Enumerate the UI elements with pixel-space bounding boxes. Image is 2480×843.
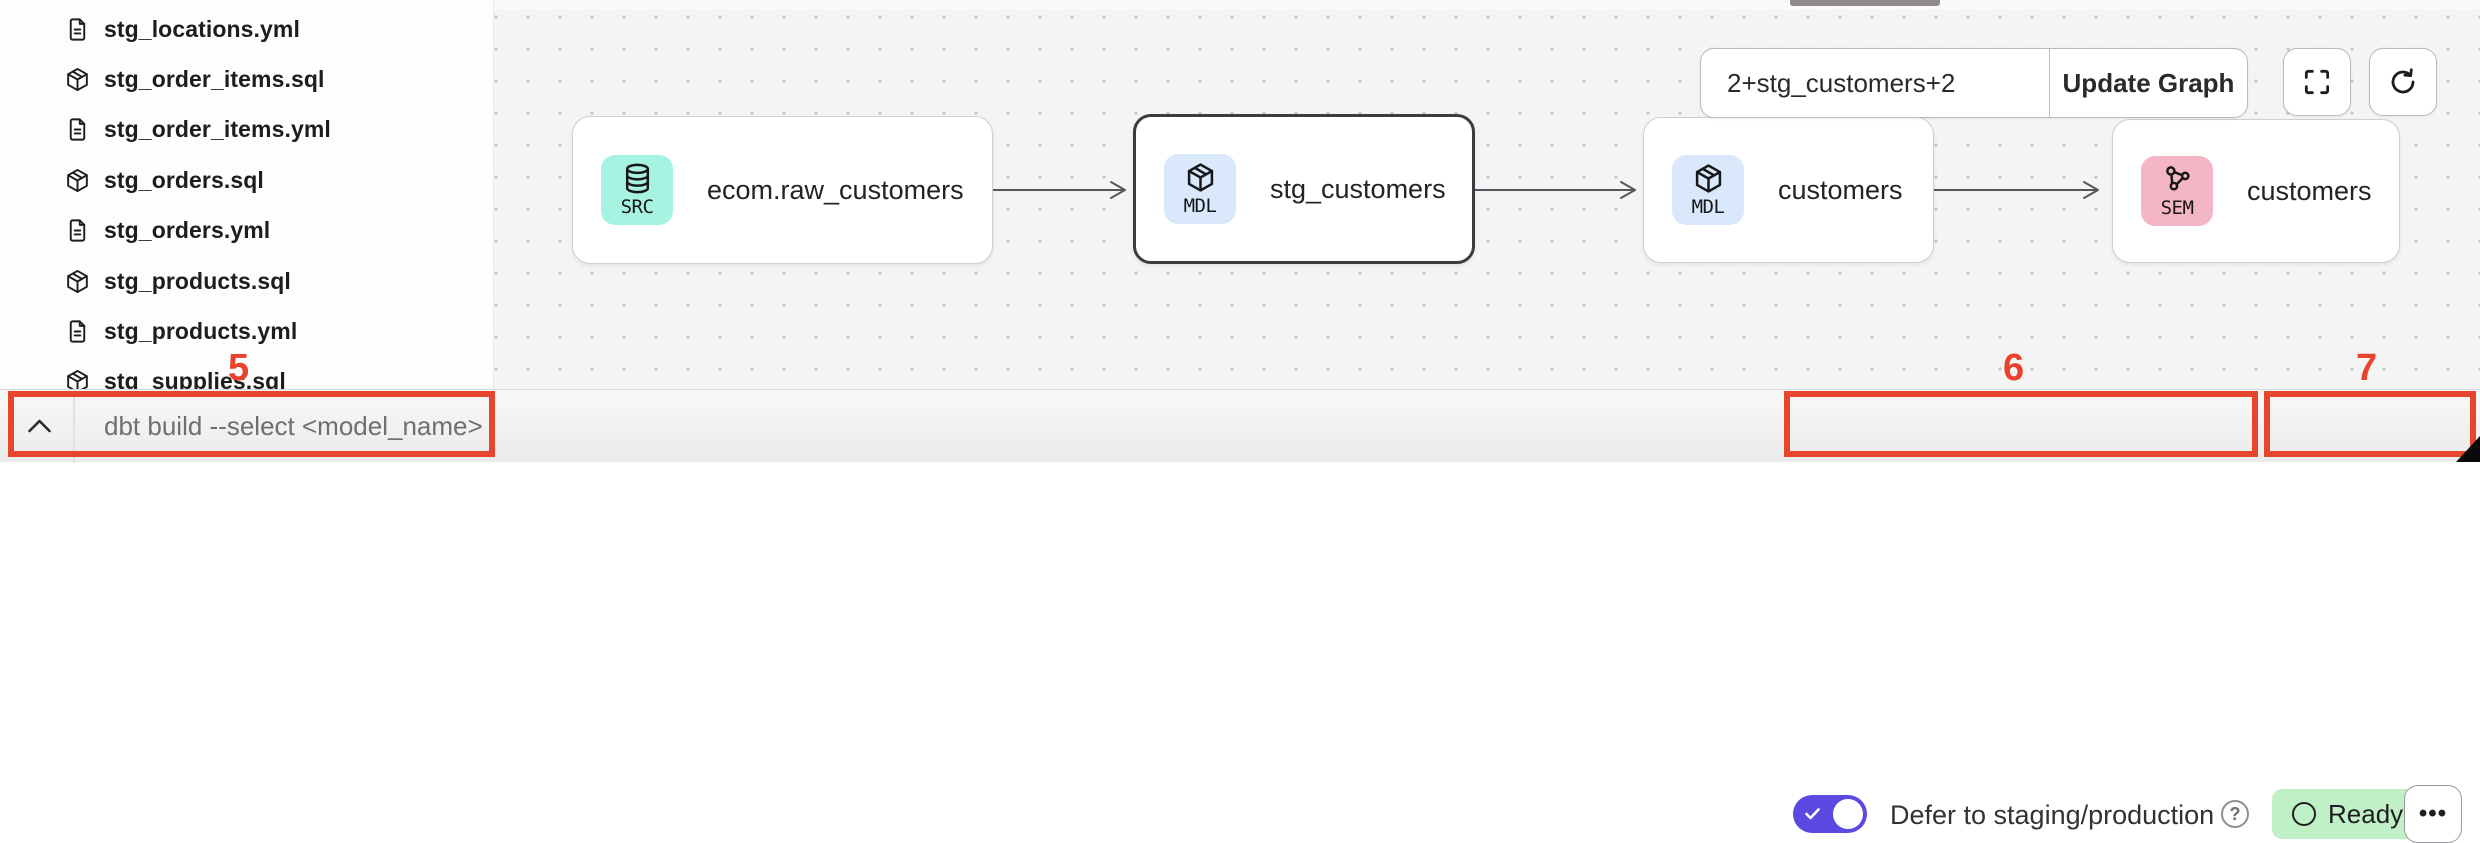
fullscreen-icon: [2304, 69, 2330, 95]
lineage-node-stg-customers[interactable]: MDL stg_customers: [1133, 114, 1475, 264]
dbt-command-input[interactable]: [104, 390, 1004, 463]
node-label: customers: [1778, 174, 1903, 205]
file-name: stg_supplies.sql: [104, 368, 286, 389]
annotation-number-5: 5: [228, 347, 250, 389]
check-icon: [1805, 808, 1820, 820]
status-circle-icon: [2292, 802, 2316, 826]
source-badge: SRC: [601, 155, 673, 225]
model-file-icon: [67, 269, 88, 293]
file-item[interactable]: stg_products.yml: [0, 306, 493, 356]
mouse-cursor: [2456, 436, 2480, 462]
model-file-icon: [67, 370, 88, 389]
lineage-node-source[interactable]: SRC ecom.raw_customers: [572, 116, 993, 264]
yml-file-icon: [69, 18, 86, 41]
refresh-button[interactable]: [2369, 48, 2437, 116]
defer-label: Defer to staging/production: [1890, 800, 2215, 830]
cube-icon: [1187, 163, 1213, 192]
annotation-number-7: 7: [2356, 347, 2378, 389]
node-badge-label: SRC: [620, 196, 654, 218]
model-badge: MDL: [1672, 155, 1744, 225]
database-icon: [625, 163, 649, 194]
overflow-menu-button[interactable]: •••: [2404, 785, 2462, 843]
yml-file-icon: [69, 219, 86, 242]
chevron-up-icon: [27, 419, 51, 433]
command-bar: Defer to staging/production ? Ready •••: [0, 389, 2480, 843]
semantic-icon: [2165, 166, 2190, 191]
node-label: customers: [2247, 175, 2372, 206]
node-label: ecom.raw_customers: [707, 174, 964, 205]
toggle-knob: [1833, 799, 1863, 829]
help-icon[interactable]: ?: [2221, 800, 2249, 828]
file-item[interactable]: stg_orders.sql: [0, 155, 493, 205]
cube-icon: [1695, 164, 1721, 193]
model-file-icon: [67, 68, 88, 92]
file-item[interactable]: stg_locations.yml: [0, 4, 493, 54]
lineage-canvas[interactable]: SRC ecom.raw_customers MDL stg_customers…: [494, 0, 2480, 389]
file-item[interactable]: stg_order_items.yml: [0, 105, 493, 155]
file-name: stg_products.yml: [104, 318, 298, 345]
semantic-badge: SEM: [2141, 156, 2213, 226]
file-name: stg_orders.yml: [104, 217, 271, 244]
status-label: Ready: [2328, 798, 2404, 829]
canvas-top-strip: [494, 0, 2480, 10]
fullscreen-button[interactable]: [2283, 48, 2351, 116]
model-file-icon: [67, 168, 88, 192]
file-name: stg_locations.yml: [104, 15, 300, 42]
refresh-icon: [2391, 68, 2415, 94]
update-graph-button[interactable]: Update Graph: [2049, 49, 2247, 117]
annotation-number-6: 6: [2003, 347, 2025, 389]
defer-toggle[interactable]: [1793, 795, 1867, 833]
file-name: stg_order_items.yml: [104, 116, 331, 143]
yml-file-icon: [69, 118, 86, 142]
model-badge: MDL: [1164, 154, 1236, 224]
command-bar-divider: [73, 390, 75, 463]
file-tree-sidebar: stg_locations.yml stg_order_items.sql st…: [0, 0, 494, 389]
graph-selector-group: Update Graph: [1700, 48, 2248, 118]
collapse-panel-button[interactable]: [24, 406, 54, 446]
status-badge: Ready: [2272, 789, 2424, 839]
yml-file-icon: [69, 320, 86, 343]
file-name: stg_order_items.sql: [104, 66, 325, 93]
lineage-node-customers-semantic[interactable]: SEM customers: [2112, 119, 2400, 263]
node-badge-label: SEM: [2160, 197, 2194, 219]
file-item[interactable]: stg_order_items.sql: [0, 54, 493, 104]
file-name: stg_orders.sql: [104, 166, 264, 193]
horizontal-scrollbar[interactable]: [1790, 0, 1940, 6]
graph-selector-input[interactable]: [1701, 49, 2049, 117]
file-name: stg_products.sql: [104, 267, 291, 294]
file-item[interactable]: stg_products.sql: [0, 256, 493, 306]
lineage-node-customers-model[interactable]: MDL customers: [1643, 117, 1934, 263]
node-label: stg_customers: [1270, 173, 1446, 204]
node-badge-label: MDL: [1183, 195, 1217, 217]
file-item[interactable]: stg_supplies.sql: [0, 357, 493, 389]
file-item[interactable]: stg_orders.yml: [0, 206, 493, 256]
node-badge-label: MDL: [1691, 196, 1725, 218]
